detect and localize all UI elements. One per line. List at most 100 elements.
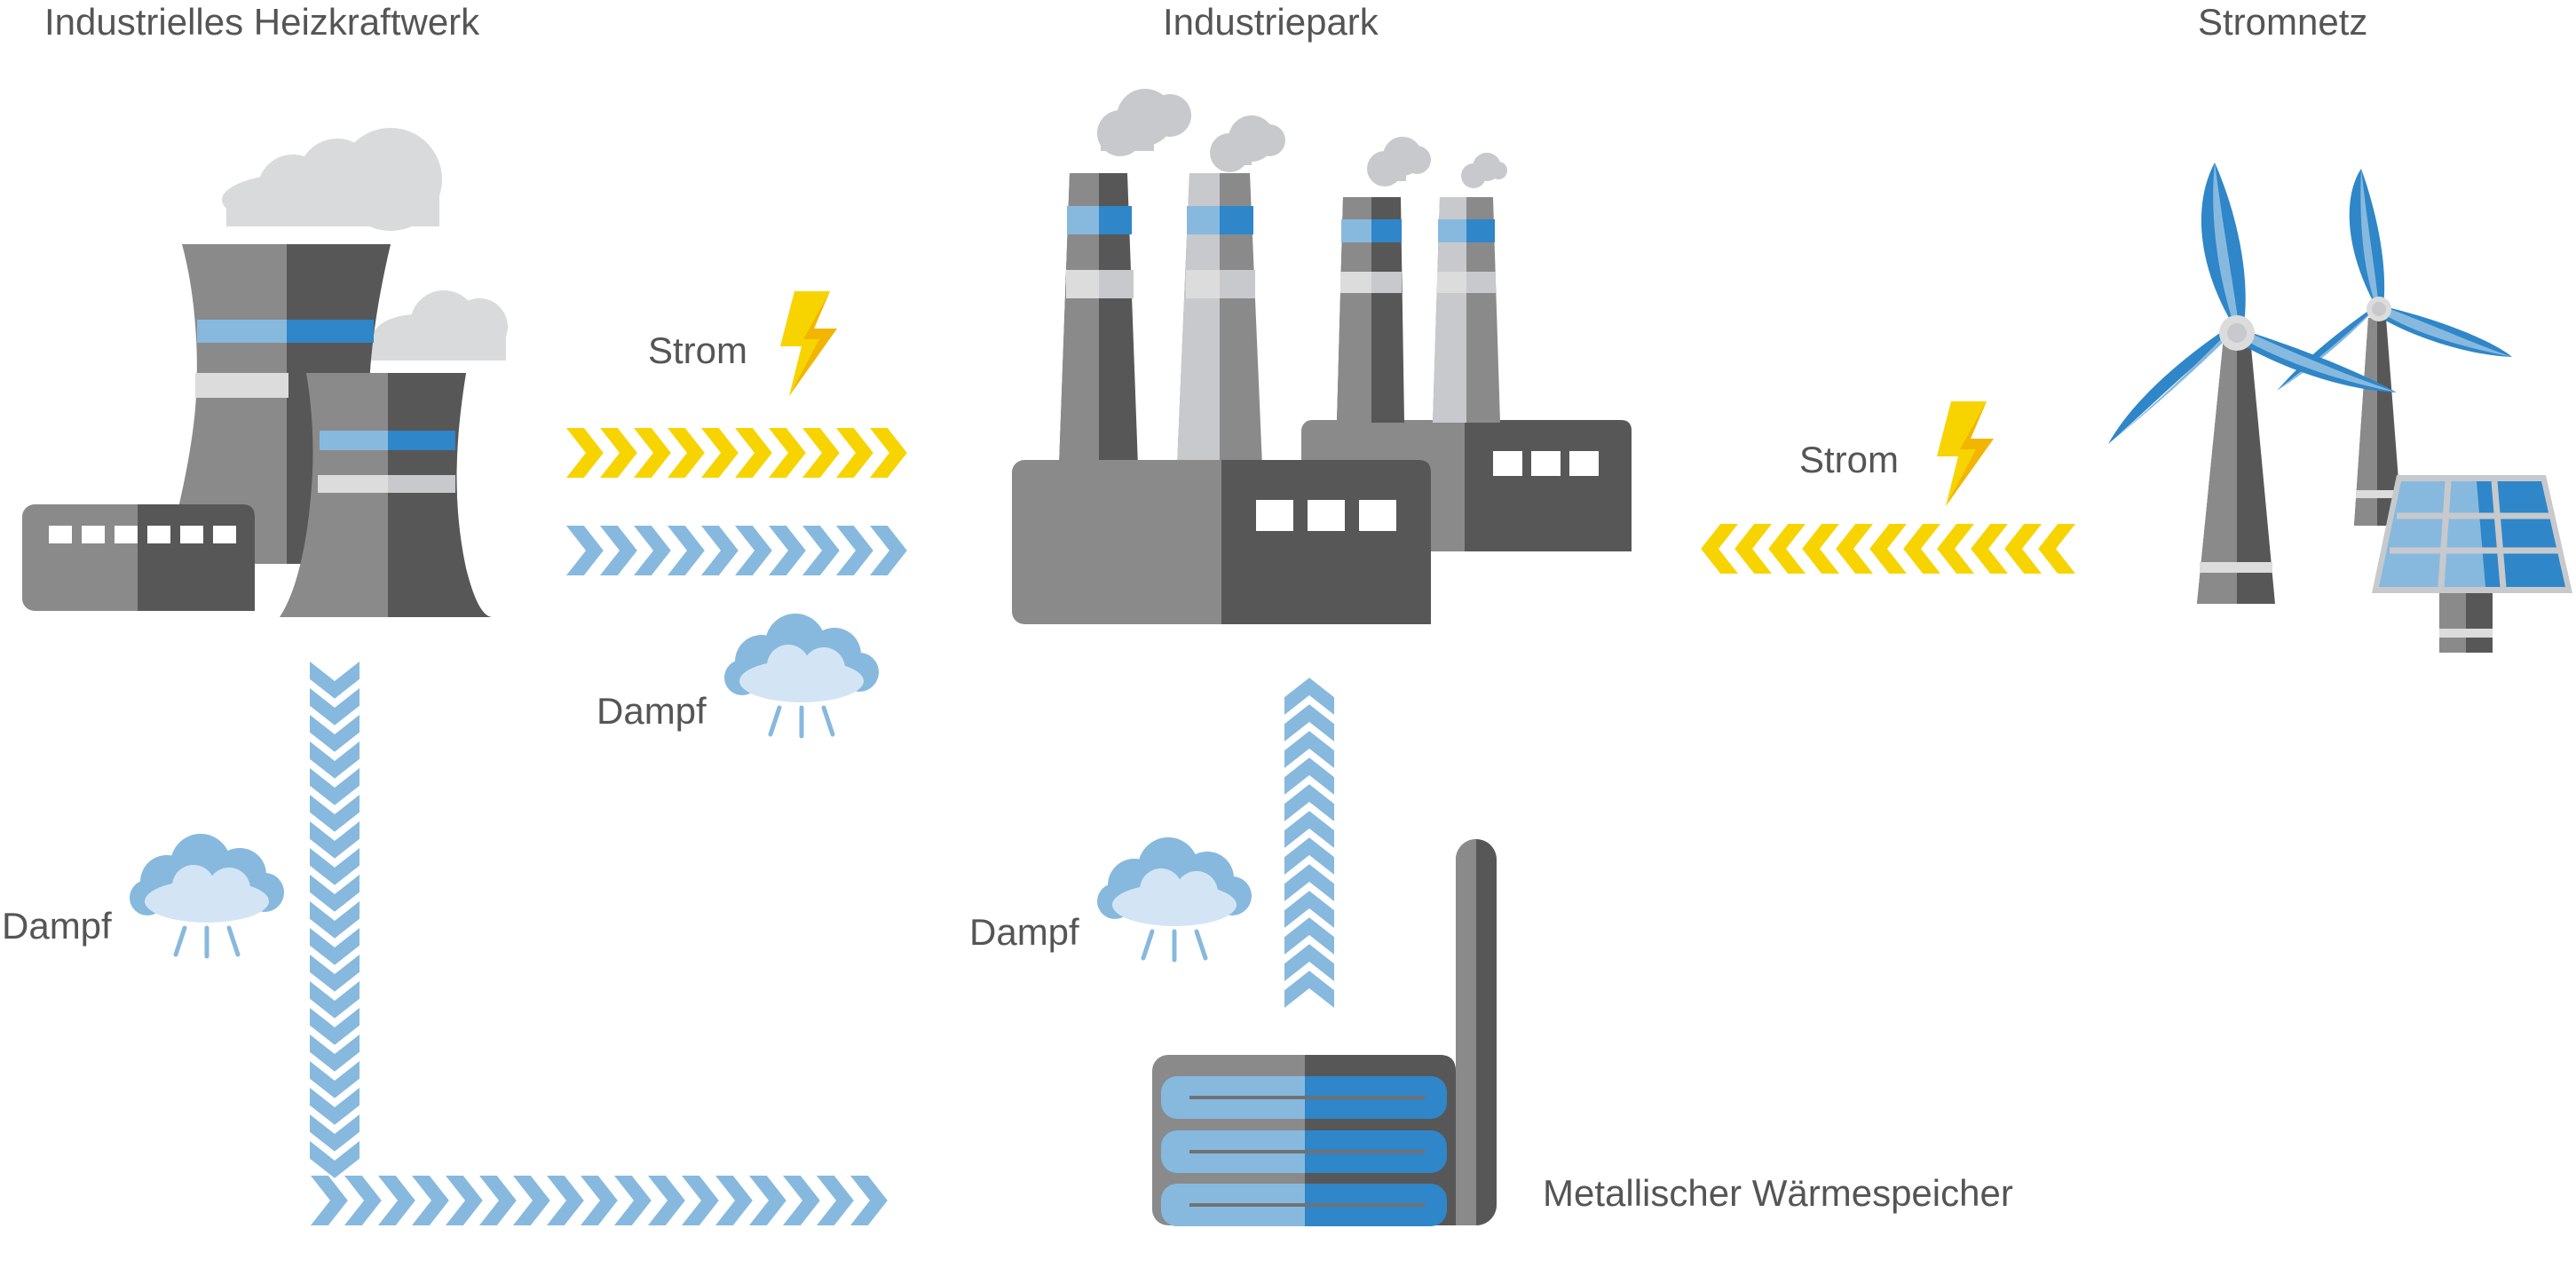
park-title: Industriepark [1163, 1, 1379, 43]
flow-chevron [1869, 524, 1907, 574]
flow-chevron [446, 1176, 483, 1225]
flow-chevron [547, 1176, 584, 1225]
flow-chevron [310, 1114, 360, 1152]
flow-chevron [701, 428, 739, 478]
flow-chevron [802, 526, 840, 575]
flow-chevron [1284, 811, 1334, 848]
flow-chevron [378, 1176, 415, 1225]
flow-chevron [310, 848, 360, 885]
flow-chevron [870, 428, 907, 478]
flow-chevron [1701, 524, 1738, 574]
flow-chevron [310, 1061, 360, 1098]
heating-plant-icon [22, 128, 508, 617]
flow-label-storage-steam-up: Dampf [969, 911, 1079, 953]
flow-chevron [2038, 524, 2075, 574]
flow-chevron [310, 715, 360, 752]
flow-chevron [581, 1176, 618, 1225]
flow-chevron [1284, 731, 1334, 768]
flow-chevron [310, 1088, 360, 1125]
flow-chevron [735, 428, 772, 478]
heat-storage-icon [1152, 839, 1497, 1226]
flow-arrow-plant-to-park-steam [566, 526, 907, 575]
flow-label-storage-steam-left: Dampf [2, 905, 112, 947]
flow-chevron [668, 428, 705, 478]
flow-chevron [310, 875, 360, 912]
flow-chevron [682, 1176, 719, 1225]
flow-chevron [1284, 864, 1334, 901]
flow-chevron [310, 741, 360, 779]
flow-chevron [836, 526, 873, 575]
flow-chevron [566, 526, 604, 575]
grid-title: Stromnetz [2198, 1, 2368, 43]
flow-chevron [850, 1176, 888, 1225]
flow-chevron [870, 526, 907, 575]
flow-chevron [1284, 837, 1334, 875]
flow-chevron [1284, 784, 1334, 821]
flow-chevron [1284, 757, 1334, 795]
flow-chevron [668, 526, 705, 575]
flow-arrow-plant-to-park-power [566, 428, 907, 478]
steam-cloud-icon [130, 834, 284, 956]
flow-chevron [735, 526, 772, 575]
flow-chevron [614, 1176, 652, 1225]
flow-chevron [310, 768, 360, 805]
flow-chevron [802, 428, 840, 478]
flow-chevron [1284, 678, 1334, 715]
flow-chevron [310, 901, 360, 939]
flow-label-plant-power: Strom [648, 329, 748, 371]
flow-chevron [701, 526, 739, 575]
flow-chevron [1903, 524, 1940, 574]
flow-chevron [311, 1176, 348, 1225]
flow-chevron [310, 795, 360, 832]
flow-chevron [836, 428, 873, 478]
storage-title: Metallischer Wärmespeicher [1543, 1172, 2013, 1214]
flow-chevron [783, 1176, 820, 1225]
flow-chevron [1734, 524, 1772, 574]
flow-chevron [1284, 704, 1334, 741]
flow-chevron [1802, 524, 1839, 574]
flow-chevron [1284, 971, 1334, 1008]
flow-chevron [310, 928, 360, 965]
flow-chevron [634, 428, 671, 478]
flow-chevron [310, 981, 360, 1018]
flow-chevron [1971, 524, 2008, 574]
flow-chevron [1937, 524, 1974, 574]
flow-chevron [310, 688, 360, 725]
plant-title: Industrielles Heizkraftwerk [44, 1, 480, 43]
wind-turbine-icon [2108, 162, 2512, 604]
steam-cloud-icon [724, 614, 879, 736]
flow-chevron [749, 1176, 786, 1225]
flow-label-plant-steam: Dampf [597, 690, 707, 732]
flow-chevron [310, 1034, 360, 1072]
flow-arrow-to-storage-steam [311, 1176, 888, 1225]
flow-arrow-storage-to-park-steam [1284, 678, 1334, 1008]
flow-chevron [310, 1141, 360, 1178]
flow-chevron [769, 526, 806, 575]
flow-chevron [344, 1176, 382, 1225]
flow-label-grid-power: Strom [1799, 439, 1900, 480]
flow-chevron [310, 955, 360, 992]
flow-chevron [1284, 944, 1334, 981]
flow-chevron [566, 428, 604, 478]
lightning-icon [780, 291, 837, 396]
solar-panel-icon [2372, 475, 2572, 653]
flow-chevron [310, 821, 360, 859]
flow-chevron [634, 526, 671, 575]
factory-icon [1012, 89, 1632, 624]
flow-arrow-grid-to-park-power [1701, 524, 2075, 574]
flow-chevron [648, 1176, 685, 1225]
flow-chevron [1284, 891, 1334, 928]
flow-chevron [1836, 524, 1873, 574]
flow-chevron [1768, 524, 1806, 574]
steam-cloud-icon [1097, 837, 1252, 960]
flow-chevron [817, 1176, 854, 1225]
flow-chevron [479, 1176, 517, 1225]
flow-chevron [769, 428, 806, 478]
flow-chevron [2004, 524, 2042, 574]
lightning-icon [1937, 401, 1994, 506]
flow-chevron [715, 1176, 753, 1225]
flow-chevron [513, 1176, 550, 1225]
flow-chevron [1284, 917, 1334, 955]
flow-chevron [600, 428, 637, 478]
